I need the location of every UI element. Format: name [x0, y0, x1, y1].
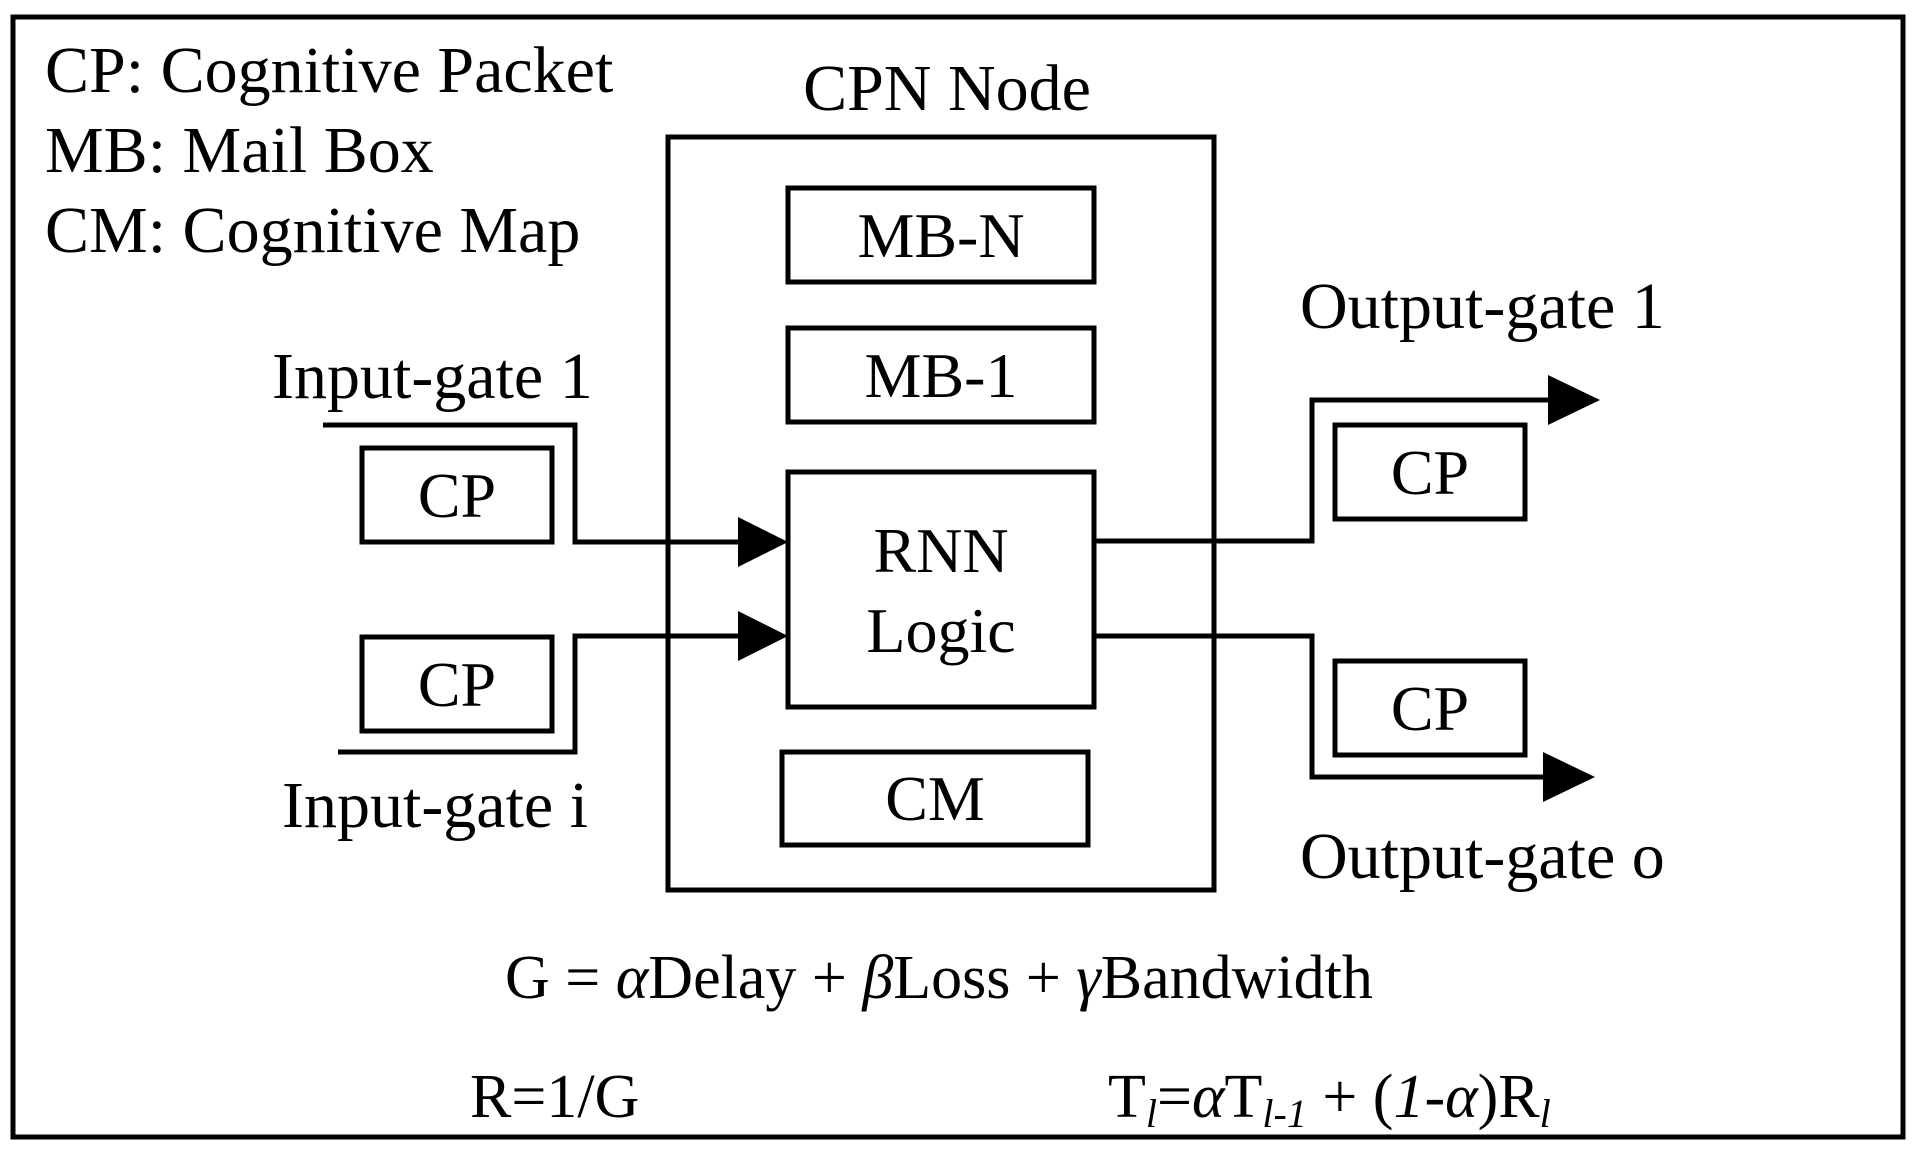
input-packet-top-box [359, 445, 555, 545]
output-gate-o-arrowhead [1543, 752, 1595, 802]
goal-equation: G = αDelay + βLoss + γBandwidth [505, 944, 1373, 1012]
thr-sub-l1: l-1 [1262, 1091, 1306, 1136]
thr-sub-l: l [1146, 1091, 1157, 1136]
input-packet-top-label: CP [418, 460, 496, 531]
goal-g-eq: G = [505, 944, 616, 1012]
output-packet-bottom-box [1332, 658, 1528, 758]
input-gate-i-arrowhead [738, 611, 788, 661]
thr-t2: T [1225, 1063, 1263, 1131]
threshold-equation: Tl=αTl-1 + (1-α)Rl [1108, 1063, 1551, 1136]
cognitive-map-box [779, 749, 1091, 848]
goal-delay: Delay + [648, 944, 862, 1012]
mailbox-n-box [785, 185, 1097, 285]
output-gate-o-label: Output-gate o [1300, 820, 1665, 893]
output-packet-bottom-label: CP [1391, 673, 1469, 744]
output-gate-1-line [1094, 397, 1550, 544]
thr-plus: + ( [1307, 1063, 1394, 1131]
thr-eq: = [1157, 1063, 1192, 1131]
goal-loss: Loss + [893, 944, 1076, 1012]
output-gate-o-line [1094, 633, 1545, 780]
input-packet-bottom-box [359, 634, 555, 734]
reward-equation: R=1/G [470, 1063, 639, 1131]
goal-bandwidth: Bandwidth [1101, 944, 1373, 1012]
input-packet-bottom-label: CP [418, 649, 496, 720]
rnn-logic-box [785, 469, 1097, 710]
thr-one: 1 [1393, 1063, 1424, 1131]
thr-alpha2: α [1445, 1063, 1479, 1131]
rnn-label-line1: RNN [873, 515, 1008, 586]
output-packet-top-label: CP [1391, 437, 1469, 508]
input-gate-1-line [323, 422, 740, 545]
input-gate-i-label: Input-gate i [282, 769, 588, 842]
rnn-label-line2: Logic [866, 595, 1015, 666]
outer-frame [10, 14, 1906, 1140]
input-gate-1-arrowhead [738, 517, 788, 567]
input-gate-i-line [338, 633, 740, 755]
goal-alpha: α [616, 944, 650, 1012]
legend-cm: CM: Cognitive Map [45, 194, 580, 267]
output-packet-top-box [1332, 422, 1528, 522]
cognitive-map-label: CM [885, 763, 985, 834]
node-title: CPN Node [803, 52, 1091, 125]
legend-cp: CP: Cognitive Packet [45, 34, 613, 107]
cpn-node-box [665, 134, 1217, 893]
mailbox-n-label: MB-N [857, 200, 1024, 271]
mailbox-1-label: MB-1 [865, 340, 1018, 411]
input-gate-1-label: Input-gate 1 [272, 340, 593, 413]
thr-t: T [1108, 1063, 1146, 1131]
thr-close-r: )R [1478, 1063, 1541, 1131]
goal-gamma: γ [1076, 944, 1102, 1012]
legend-mb: MB: Mail Box [45, 114, 434, 187]
thr-minus: - [1424, 1063, 1445, 1131]
output-gate-1-arrowhead [1548, 375, 1600, 425]
output-gate-1-label: Output-gate 1 [1300, 270, 1665, 343]
thr-alpha: α [1192, 1063, 1226, 1131]
goal-beta: β [861, 944, 893, 1012]
thr-sub-l2: l [1540, 1091, 1551, 1136]
mailbox-1-box [785, 325, 1097, 425]
